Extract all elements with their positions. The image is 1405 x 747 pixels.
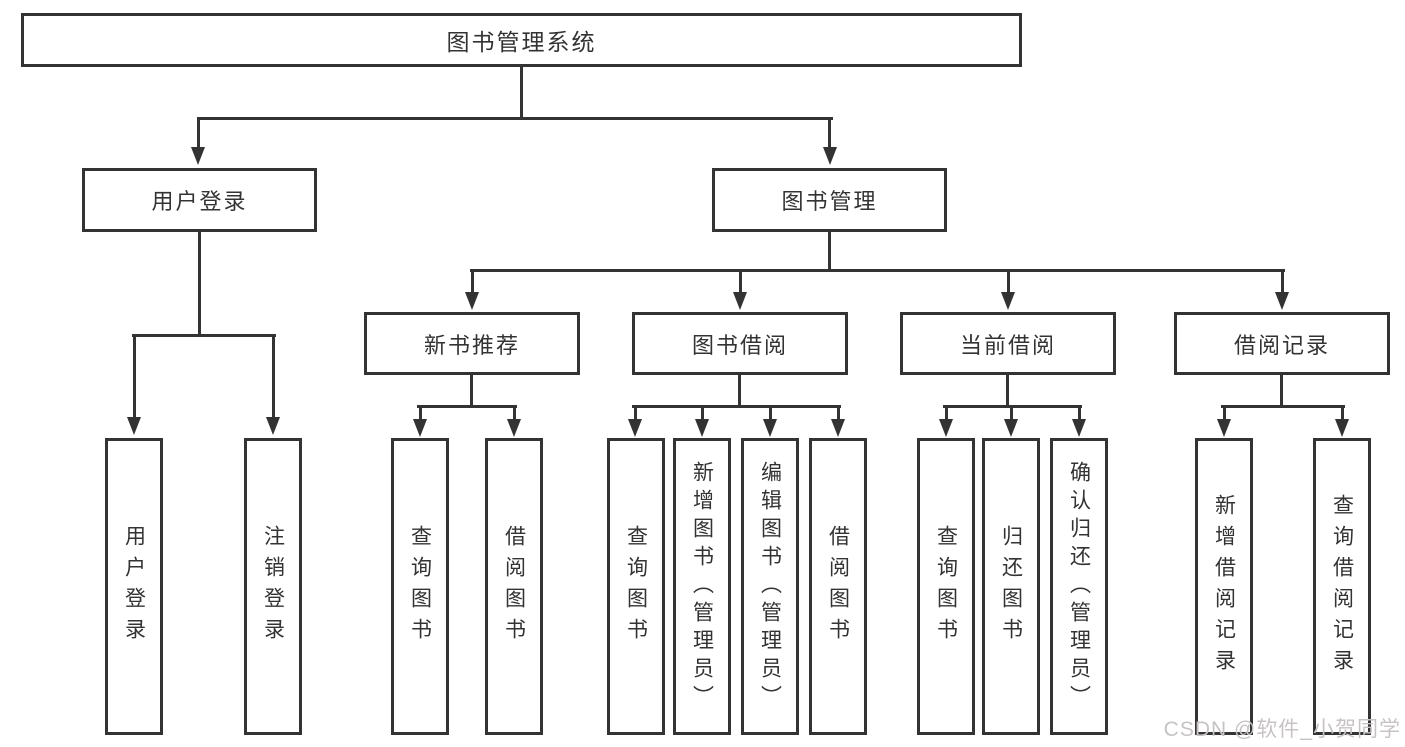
connector-line: [1007, 269, 1010, 294]
node-current-borrow: 当前借阅: [900, 312, 1116, 375]
node-leaf-query-book-3: 查询图书: [917, 438, 975, 735]
node-book-mgmt-label: 图书管理: [781, 189, 878, 214]
connector-line: [1280, 375, 1283, 408]
arrowhead: [939, 419, 953, 437]
connector-line: [470, 269, 1285, 272]
arrowhead: [465, 292, 479, 310]
connector-line: [133, 334, 136, 419]
arrowhead: [1001, 292, 1015, 310]
arrowhead: [127, 417, 141, 435]
connector-line: [272, 334, 275, 419]
connector-line: [419, 405, 422, 421]
node-borrow-record: 借阅记录: [1174, 312, 1390, 375]
node-leaf-edit-book: 编辑图书（管理员）: [741, 438, 799, 735]
node-new-book-rec: 新书推荐: [364, 312, 580, 375]
node-leaf-user-login-label: 用户登录: [122, 524, 146, 649]
connector-line: [1010, 405, 1013, 421]
node-leaf-logout-label: 注销登录: [261, 524, 285, 649]
node-current-borrow-label: 当前借阅: [959, 332, 1056, 358]
connector-line: [945, 405, 948, 421]
node-leaf-edit-book-label: 编辑图书（管理员）: [758, 460, 782, 713]
connector-line: [1006, 375, 1009, 408]
arrowhead: [413, 419, 427, 437]
connector-line: [632, 405, 841, 408]
node-leaf-borrow-book-2: 借阅图书: [809, 438, 867, 735]
node-leaf-confirm-return: 确认归还（管理员）: [1050, 438, 1108, 735]
connector-line: [828, 117, 831, 150]
arrowhead: [1072, 419, 1086, 437]
connector-line: [198, 232, 201, 337]
node-leaf-query-borrow-record-label: 查询借阅记录: [1330, 493, 1354, 680]
arrowhead: [628, 419, 642, 437]
node-leaf-add-borrow-record: 新增借阅记录: [1195, 438, 1253, 735]
connector-line: [769, 405, 772, 421]
node-leaf-query-borrow-record: 查询借阅记录: [1313, 438, 1371, 735]
connector-line: [828, 232, 831, 272]
connector-line: [738, 375, 741, 408]
arrowhead: [1275, 292, 1289, 310]
connector-line: [520, 66, 523, 119]
node-borrow-record-label: 借阅记录: [1233, 332, 1330, 358]
connector-line: [513, 405, 516, 421]
node-leaf-return-book: 归还图书: [982, 438, 1040, 735]
connector-line: [837, 405, 840, 421]
arrowhead: [191, 147, 205, 165]
arrowhead: [831, 419, 845, 437]
csdn-watermark: CSDN @软件_小贺同学: [1163, 718, 1401, 741]
node-leaf-add-borrow-record-label: 新增借阅记录: [1212, 493, 1236, 680]
node-root: 图书管理系统: [21, 13, 1022, 67]
node-leaf-query-book-2-label: 查询图书: [624, 524, 648, 649]
arrowhead: [1335, 419, 1349, 437]
node-leaf-add-book: 新增图书（管理员）: [673, 438, 731, 735]
node-new-book-rec-label: 新书推荐: [423, 332, 520, 358]
node-leaf-confirm-return-label: 确认归还（管理员）: [1067, 460, 1091, 713]
node-leaf-user-login: 用户登录: [105, 438, 163, 735]
arrowhead: [507, 419, 521, 437]
node-leaf-return-book-label: 归还图书: [999, 524, 1023, 649]
connector-line: [471, 269, 474, 294]
node-leaf-query-book-3-label: 查询图书: [934, 524, 958, 649]
node-leaf-borrow-book-1-label: 借阅图书: [502, 524, 526, 649]
node-user-login-label: 用户登录: [151, 189, 248, 214]
node-leaf-borrow-book-2-label: 借阅图书: [826, 524, 850, 649]
node-user-login: 用户登录: [82, 168, 317, 232]
arrowhead: [1217, 419, 1231, 437]
node-book-borrow: 图书借阅: [632, 312, 848, 375]
node-book-borrow-label: 图书借阅: [691, 332, 788, 358]
arrowhead: [763, 419, 777, 437]
node-leaf-query-book-1-label: 查询图书: [408, 524, 432, 649]
connector-line: [634, 405, 637, 421]
connector-line: [1223, 405, 1226, 421]
arrowhead: [733, 292, 747, 310]
connector-line: [1221, 405, 1345, 408]
connector-line: [739, 269, 742, 294]
node-leaf-query-book-2: 查询图书: [607, 438, 665, 735]
node-leaf-borrow-book-1: 借阅图书: [485, 438, 543, 735]
arrowhead: [266, 417, 280, 435]
node-leaf-add-book-label: 新增图书（管理员）: [690, 460, 714, 713]
connector-line: [1281, 269, 1284, 294]
arrowhead: [823, 147, 837, 165]
connector-line: [1341, 405, 1344, 421]
connector-line: [1078, 405, 1081, 421]
arrowhead: [695, 419, 709, 437]
connector-line: [197, 117, 200, 150]
connector-line: [132, 334, 276, 337]
arrowhead: [1004, 419, 1018, 437]
node-root-label: 图书管理系统: [446, 29, 597, 55]
node-leaf-logout: 注销登录: [244, 438, 302, 735]
connector-line: [197, 117, 833, 120]
connector-line: [417, 405, 517, 408]
connector-line: [470, 375, 473, 408]
node-book-mgmt: 图书管理: [712, 168, 947, 232]
connector-line: [701, 405, 704, 421]
node-leaf-query-book-1: 查询图书: [391, 438, 449, 735]
